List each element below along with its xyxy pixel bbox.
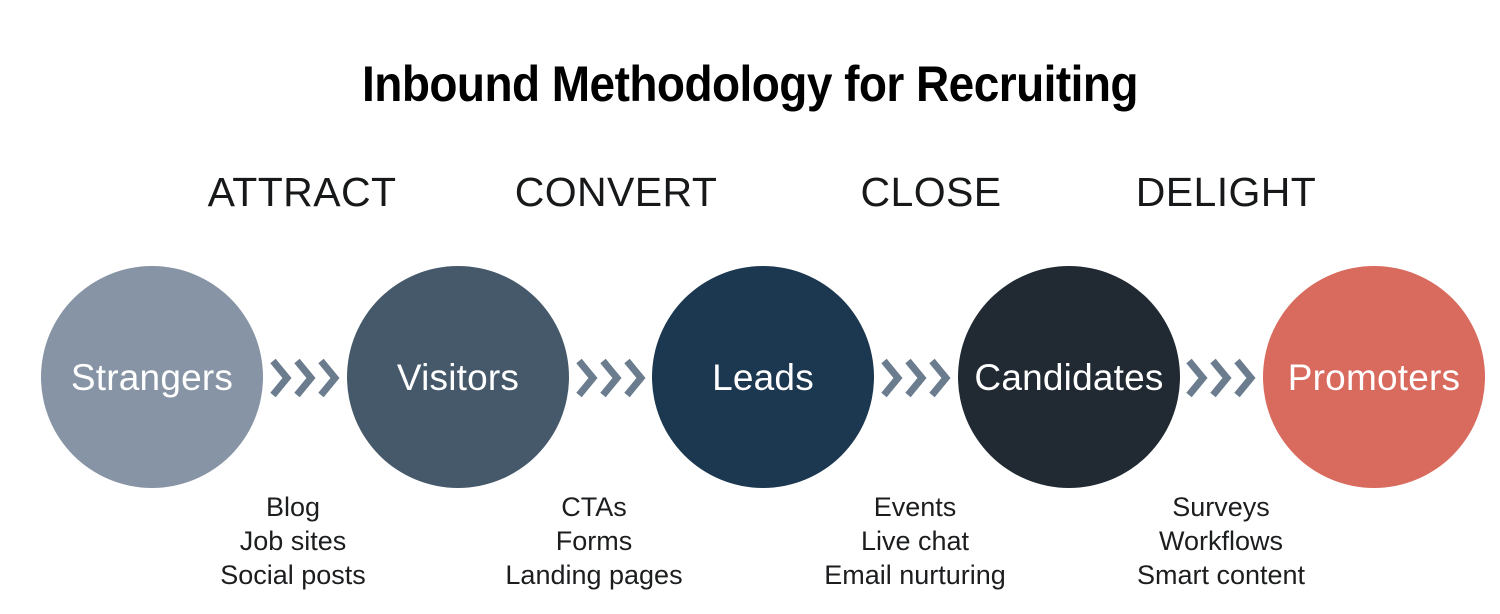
chevrons-leads-to-candidates-icon [881,356,951,400]
stage-label-close: CLOSE [860,169,1002,215]
tactic-item: Blog [265,492,321,522]
funnel-node-strangers[interactable]: Strangers [41,266,263,488]
funnel-node-row: Strangers Visitors Leads Candidates [0,266,1500,490]
tactic-item: Job sites [239,526,347,556]
tactic-item: Landing pages [505,560,683,590]
tactics-close: Events Live chat Email nurturing [824,490,1006,592]
tactic-item: Live chat [860,526,970,556]
tactics-convert: CTAs Forms Landing pages [505,490,682,592]
tactic-item: Social posts [220,560,366,590]
tactic-item: Events [873,492,957,522]
tactics-row: Blog Job sites Social posts CTAs Forms L… [0,490,1500,600]
page-title: Inbound Methodology for Recruiting [362,55,1138,112]
funnel-node-label: Visitors [396,356,520,398]
stage-label-delight: DELIGHT [1135,169,1317,215]
tactic-item: Surveys [1172,492,1270,522]
funnel-node-label: Promoters [1287,356,1461,398]
tactic-item: Email nurturing [824,560,1006,590]
stage-label-convert: CONVERT [514,169,718,215]
funnel-node-candidates[interactable]: Candidates [958,266,1180,488]
tactics-delight: Surveys Workflows Smart content [1137,490,1305,592]
funnel-node-label: Candidates [974,356,1164,398]
funnel-node-label: Leads [712,356,814,398]
funnel-node-leads[interactable]: Leads [652,266,874,488]
stage-label-row: ATTRACT CONVERT CLOSE DELIGHT [0,168,1500,228]
tactic-item: Workflows [1158,526,1284,556]
chevrons-candidates-to-promoters-icon [1186,356,1256,400]
funnel-node-visitors[interactable]: Visitors [347,266,569,488]
tactics-attract: Blog Job sites Social posts [220,490,366,592]
tactic-item: Forms [555,526,633,556]
chevrons-strangers-to-visitors-icon [270,356,340,400]
tactic-item: CTAs [561,492,627,522]
funnel-node-promoters[interactable]: Promoters [1263,266,1485,488]
funnel-node-label: Strangers [70,356,234,398]
chevrons-visitors-to-leads-icon [576,356,646,400]
tactic-item: Smart content [1136,560,1306,590]
stage-label-attract: ATTRACT [207,169,397,215]
